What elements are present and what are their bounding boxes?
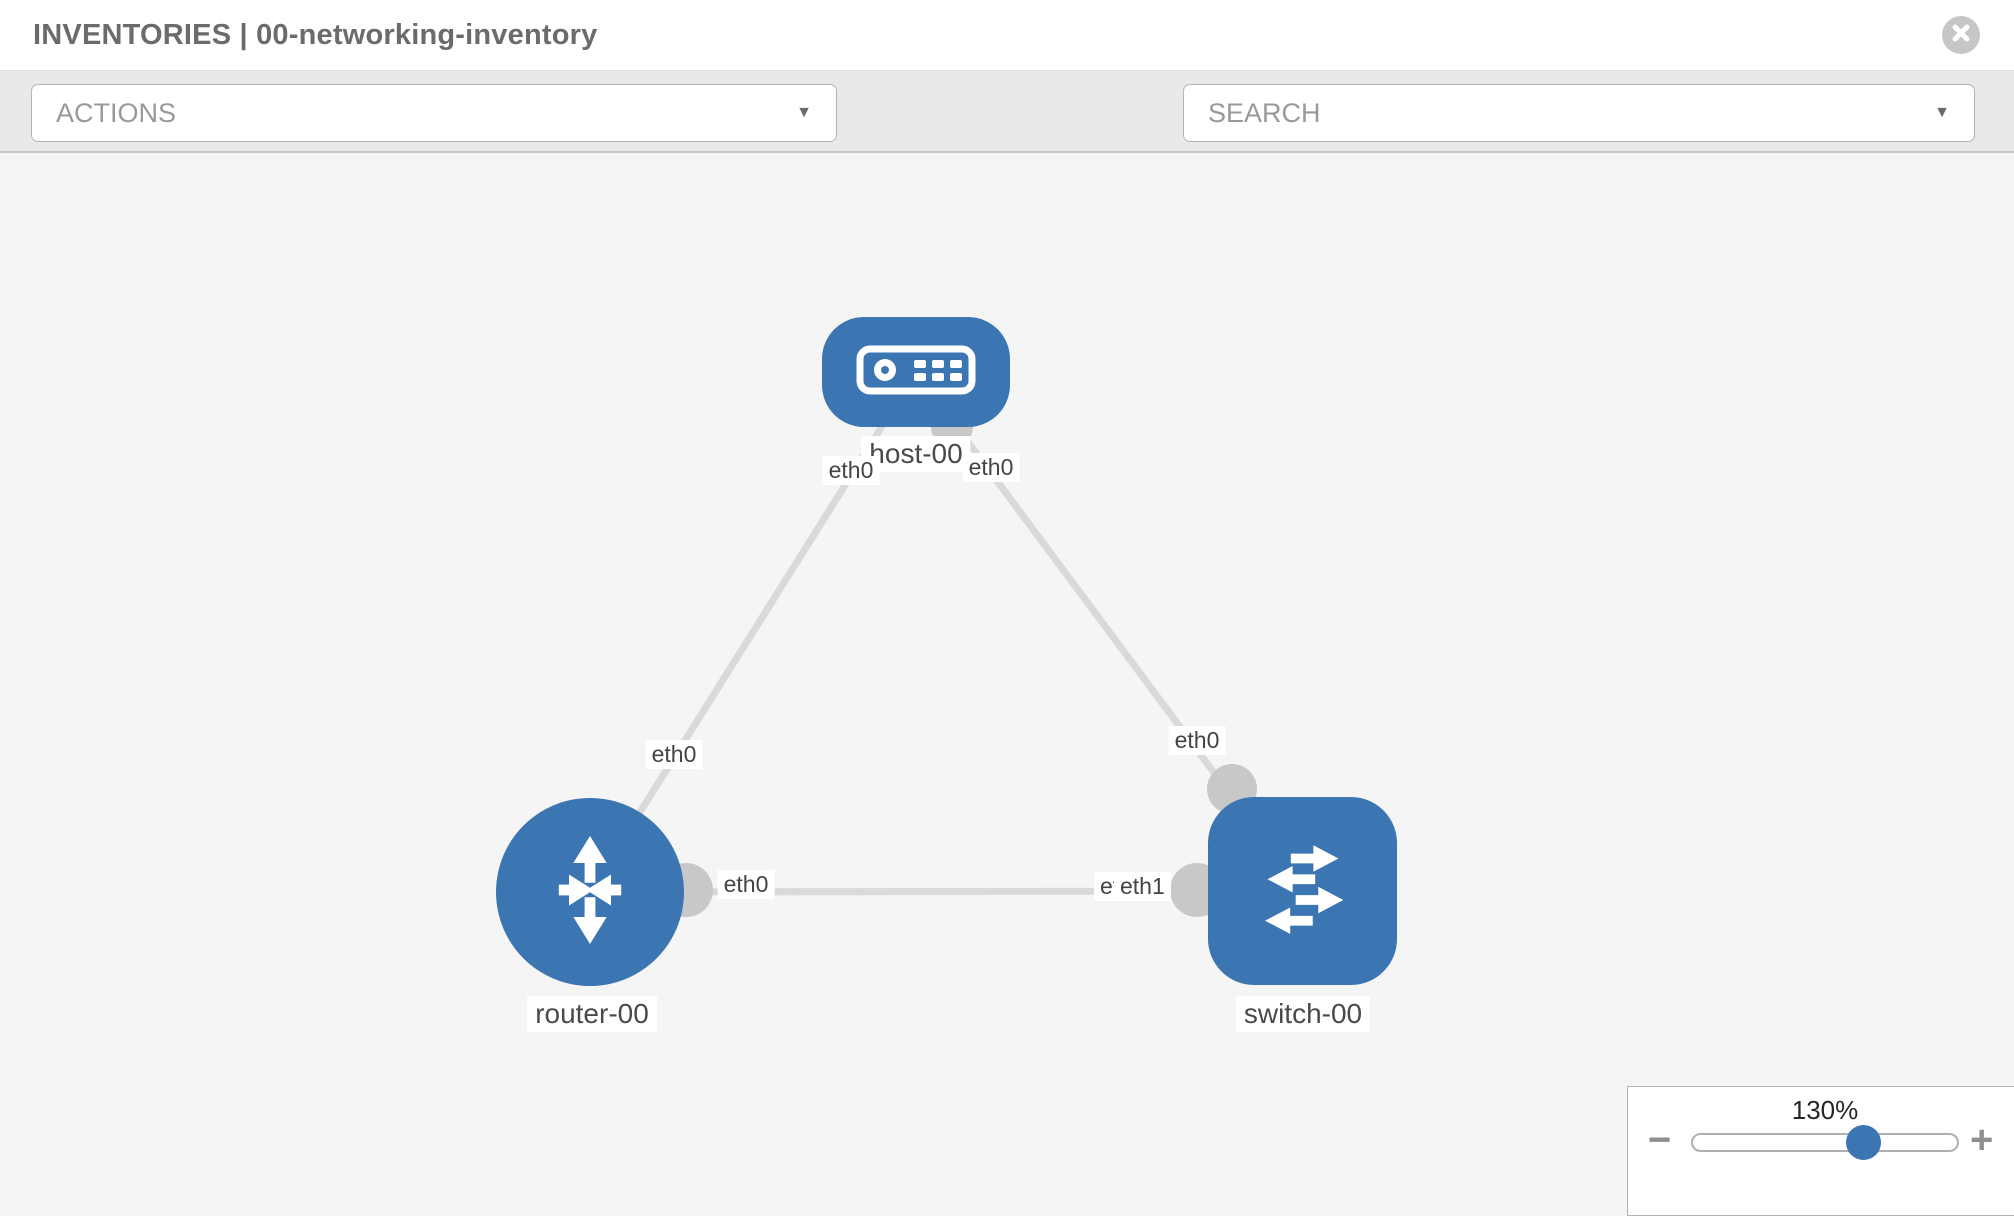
host-icon <box>856 340 976 405</box>
topology-links-layer <box>587 369 1305 917</box>
close-icon <box>1951 23 1971 48</box>
actions-dropdown-label: ACTIONS <box>56 97 177 128</box>
interface-label: eth0 <box>962 453 1020 482</box>
node-router-00[interactable] <box>496 798 684 986</box>
page-title: INVENTORIES | 00-networking-inventory <box>33 19 598 51</box>
zoom-out-button[interactable]: − <box>1648 1118 1672 1162</box>
zoom-slider-thumb[interactable] <box>1846 1125 1881 1160</box>
interface-label: eth0 <box>645 740 703 769</box>
zoom-slider-track[interactable] <box>1691 1133 1959 1152</box>
node-label-switch: switch-00 <box>1235 996 1371 1032</box>
node-host-00[interactable] <box>822 317 1010 427</box>
chevron-down-icon: ▼ <box>1934 104 1950 121</box>
node-label-host: host-00 <box>861 436 971 472</box>
search-dropdown[interactable]: SEARCH ▼ <box>1183 84 1975 142</box>
chevron-down-icon: ▼ <box>796 104 812 121</box>
toolbar: ACTIONS ▼ SEARCH ▼ <box>0 71 2014 197</box>
zoom-in-button[interactable]: + <box>1970 1118 1994 1162</box>
search-dropdown-label: SEARCH <box>1208 97 1321 128</box>
header-bar: INVENTORIES | 00-networking-inventory <box>0 0 2014 71</box>
interface-label: eth1 <box>1114 872 1171 901</box>
router-icon <box>530 830 650 955</box>
topology-canvas[interactable]: host-00 router-00 switch-00 eth0 eth0 et… <box>0 154 2014 1200</box>
zoom-level-value: 130% <box>1791 1095 1859 1125</box>
node-label-router: router-00 <box>527 996 657 1032</box>
switch-icon <box>1242 828 1364 955</box>
interface-label: eth0 <box>1168 726 1226 755</box>
interface-label: eth0 <box>822 456 880 485</box>
interface-label: eth0 <box>717 870 775 899</box>
actions-dropdown[interactable]: ACTIONS ▼ <box>31 84 837 142</box>
node-switch-00[interactable] <box>1208 797 1397 985</box>
zoom-control-panel: 130% − + <box>1627 1086 2014 1216</box>
close-button[interactable] <box>1942 16 1980 54</box>
